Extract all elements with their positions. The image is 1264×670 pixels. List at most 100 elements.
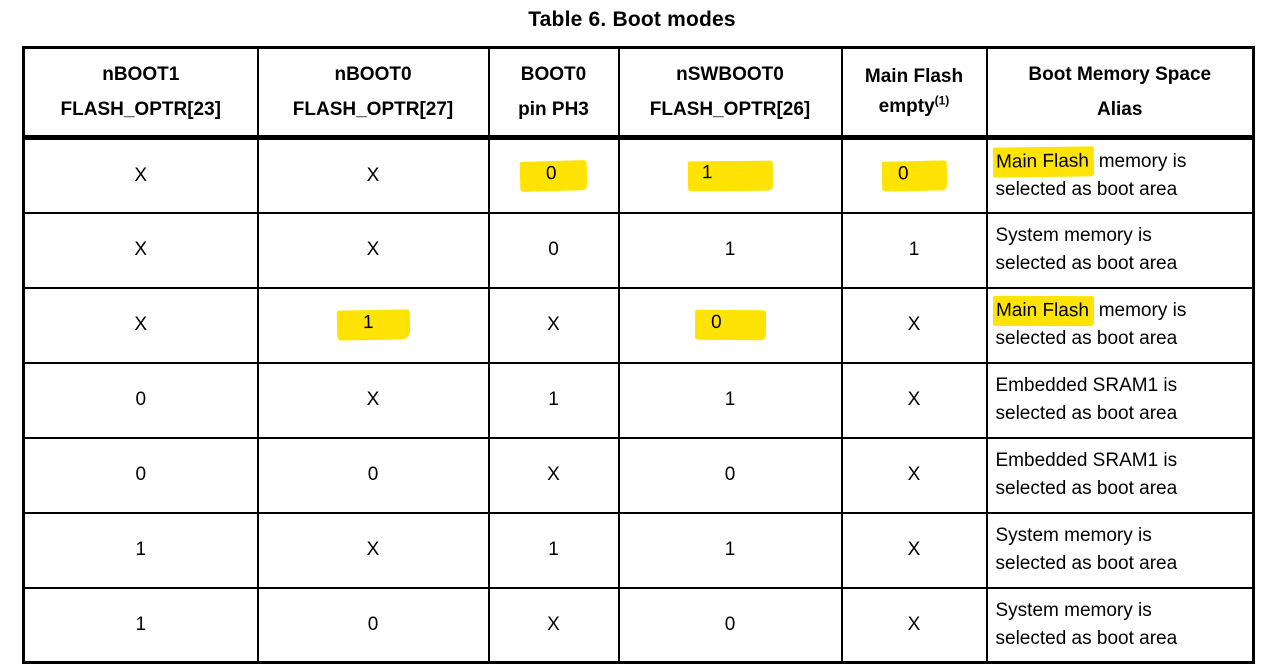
- value-cell: X: [256, 136, 490, 214]
- cell-value: X: [907, 314, 921, 335]
- header-line: nBOOT1: [102, 63, 180, 85]
- alias-line2: selected as boot area: [995, 403, 1178, 424]
- header-line-text: empty: [878, 96, 935, 117]
- cell-value: X: [134, 239, 148, 260]
- cell-value: X: [547, 464, 560, 485]
- value-cell: 1: [487, 511, 620, 589]
- alias-line1: Embedded SRAM1 is: [995, 375, 1178, 397]
- table-row: X X 0 1 1 System memory is selected as boot ar…: [22, 211, 1255, 289]
- value-cell: 0: [617, 286, 843, 364]
- cell-value: 0: [135, 464, 147, 485]
- alias-line1: Embedded SRAM1 is: [995, 450, 1178, 472]
- header-line: FLASH_OPTR[27]: [292, 98, 454, 120]
- value-cell: X: [256, 361, 490, 439]
- boot-alias-cell: System memory is selected as boot area: [985, 211, 1255, 289]
- value-cell: 1: [617, 511, 843, 589]
- cell-value: X: [366, 164, 380, 186]
- value-cell: 0: [617, 436, 843, 514]
- cell-value: X: [134, 314, 148, 335]
- table-title: Table 6. Boot modes: [528, 8, 736, 31]
- alias-line2: selected as boot area: [995, 328, 1178, 349]
- value-cell: 1: [617, 136, 843, 214]
- cell-value: 0: [367, 464, 379, 485]
- cell-value: 1: [548, 539, 559, 560]
- header-nboot0: nBOOT0 FLASH_OPTR[27]: [256, 46, 490, 140]
- header-line: Main Flash: [864, 66, 964, 88]
- value-cell: 0: [256, 586, 490, 664]
- value-cell: X: [22, 136, 259, 214]
- cell-value: X: [547, 314, 560, 335]
- cell-value: 0: [724, 464, 736, 485]
- cell-value: 1: [135, 613, 147, 635]
- header-nboot1: nBOOT1 FLASH_OPTR[23]: [22, 46, 259, 140]
- cell-value: X: [907, 613, 921, 635]
- value-cell: 0: [22, 361, 259, 439]
- footnote-marker: (1): [934, 93, 950, 108]
- cell-value: X: [907, 389, 921, 410]
- boot-alias-cell: Embedded SRAM1 is selected as boot area: [985, 436, 1255, 514]
- table-row: 0 0 X 0 X Embedded SRAM1 is selected as boot a…: [22, 436, 1255, 514]
- cell-value: X: [366, 239, 380, 260]
- cell-value: X: [366, 539, 380, 560]
- value-cell: 0: [487, 136, 620, 214]
- value-cell: 1: [256, 286, 490, 364]
- highlight-mark: Main Flash: [992, 296, 1094, 327]
- value-cell: X: [840, 436, 988, 514]
- alias-line1: System memory is: [995, 225, 1152, 247]
- highlighted-value: 1: [687, 160, 773, 192]
- value-cell: 0: [487, 211, 620, 289]
- cell-value: X: [907, 539, 921, 560]
- cell-value: 1: [908, 239, 920, 260]
- boot-modes-table: nBOOT1 FLASH_OPTR[23] nBOOT0 FLASH_OPTR[…: [22, 46, 1255, 664]
- header-boot0-pin: BOOT0 pin PH3: [487, 46, 620, 140]
- header-line: FLASH_OPTR[23]: [60, 98, 221, 120]
- value-cell: X: [840, 361, 988, 439]
- header-main-flash-empty: Main Flash empty(1): [840, 46, 988, 140]
- table-header: nBOOT1 FLASH_OPTR[23] nBOOT0 FLASH_OPTR[…: [22, 46, 1255, 140]
- header-line: nBOOT0: [334, 63, 412, 85]
- header-line: FLASH_OPTR[26]: [649, 98, 811, 120]
- value-cell: 1: [840, 211, 988, 289]
- value-cell: X: [840, 586, 988, 664]
- value-cell: X: [487, 286, 620, 364]
- value-cell: X: [22, 286, 259, 364]
- header-line: pin PH3: [518, 98, 589, 120]
- cell-value: 0: [367, 613, 379, 635]
- value-cell: 1: [487, 361, 620, 439]
- value-cell: X: [487, 436, 620, 514]
- value-cell: 0: [22, 436, 259, 514]
- header-row: nBOOT1 FLASH_OPTR[23] nBOOT0 FLASH_OPTR[…: [22, 46, 1255, 140]
- value-cell: 0: [840, 136, 988, 214]
- value-cell: X: [840, 286, 988, 364]
- header-nswboot0: nSWBOOT0 FLASH_OPTR[26]: [617, 46, 843, 140]
- header-line: Boot Memory Space: [1028, 63, 1212, 85]
- alias-line2: selected as boot area: [995, 478, 1178, 499]
- cell-value: X: [907, 464, 921, 485]
- alias-line1: System memory is: [995, 600, 1152, 622]
- value-cell: X: [22, 211, 259, 289]
- alias-line2: selected as boot area: [995, 253, 1178, 274]
- cell-value: 1: [724, 239, 736, 260]
- cell-value: X: [134, 164, 148, 186]
- alias-line2: selected as boot area: [995, 627, 1178, 649]
- highlighted-value: 0: [881, 160, 947, 192]
- highlighted-value: 1: [336, 309, 410, 341]
- header-line: nSWBOOT0: [676, 63, 784, 85]
- cell-value: X: [366, 389, 380, 410]
- boot-alias-cell: System memory is selected as boot area: [985, 586, 1255, 664]
- value-cell: 1: [22, 586, 259, 664]
- value-cell: X: [487, 586, 620, 664]
- cell-value: 1: [724, 539, 736, 560]
- cell-value: 1: [135, 539, 147, 560]
- value-cell: 1: [617, 361, 843, 439]
- alias-line2: selected as boot area: [995, 178, 1178, 200]
- highlighted-value: 0: [694, 309, 766, 341]
